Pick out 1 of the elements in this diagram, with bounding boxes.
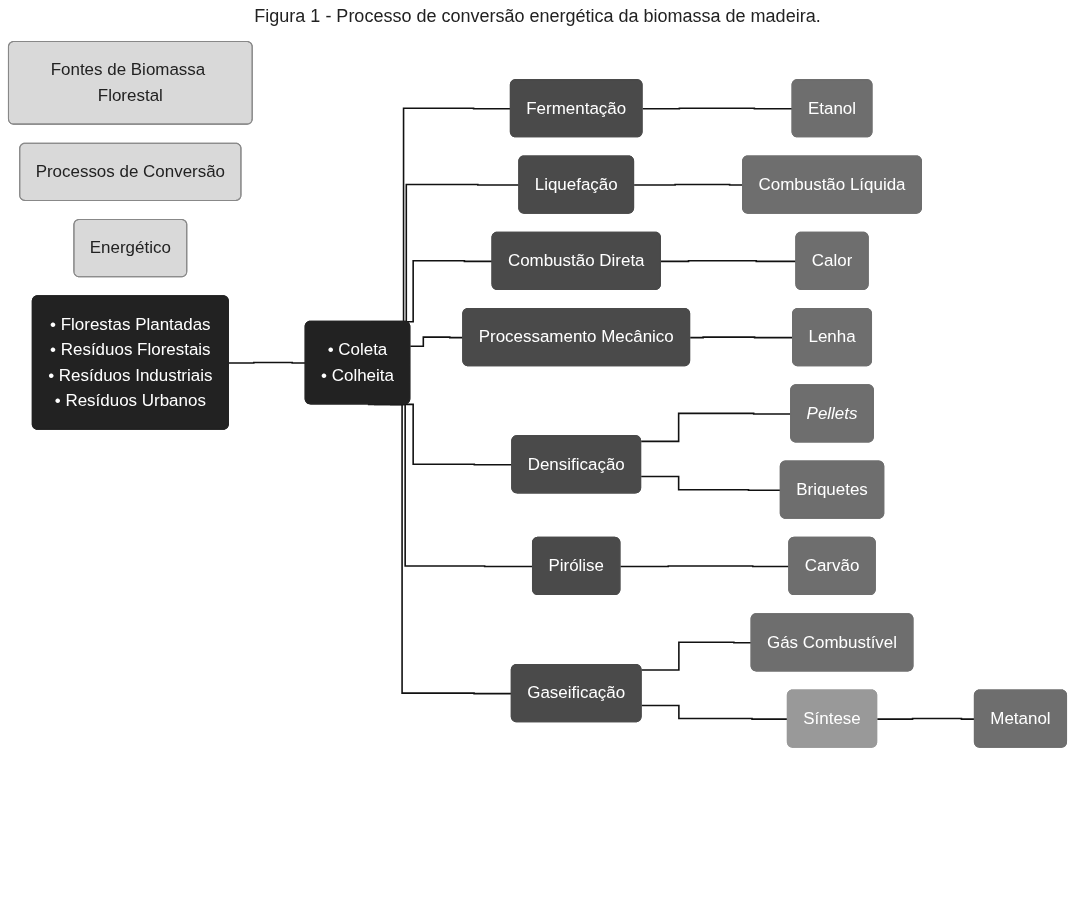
figure-title: Figura 1 - Processo de conversão energética da biomassa de madeira. [253,6,822,27]
